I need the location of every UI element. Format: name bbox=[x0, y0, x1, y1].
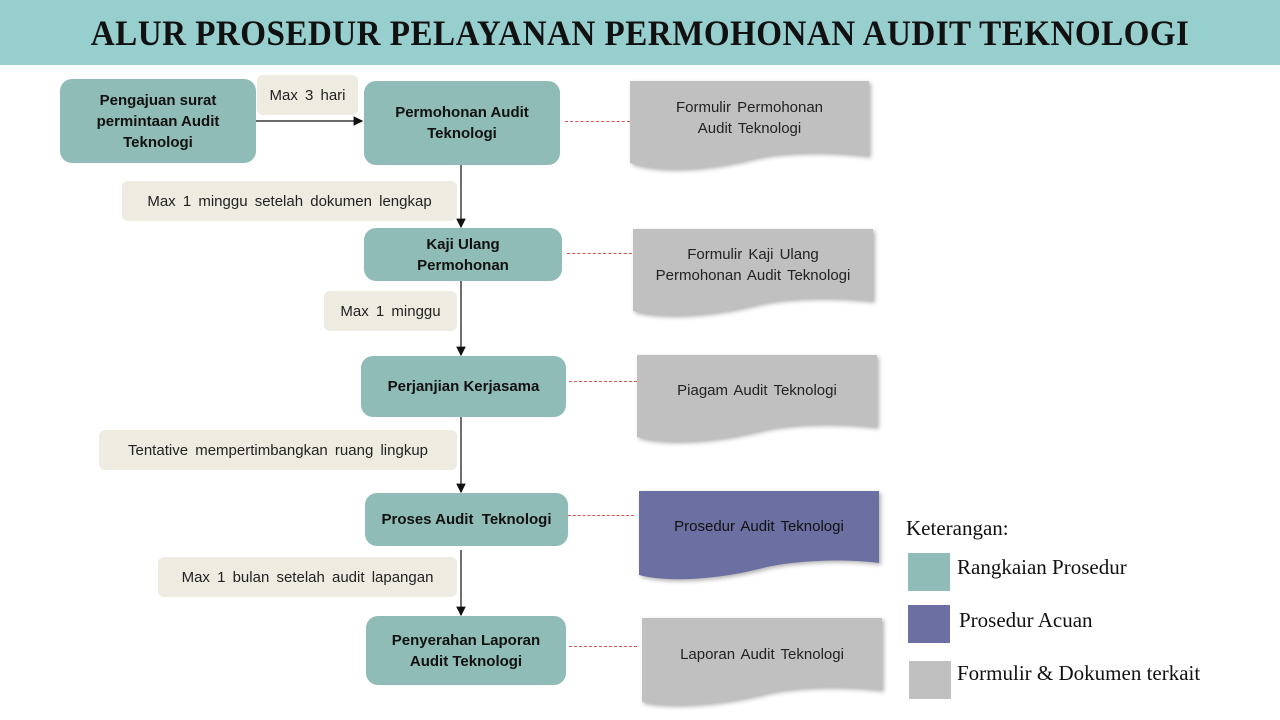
document-shape bbox=[637, 355, 877, 442]
note-label: Max 3 hari bbox=[269, 87, 346, 104]
connector-dashed bbox=[565, 121, 630, 122]
document-laporan: Laporan Audit Teknologi bbox=[642, 618, 882, 708]
note-max-1-minggu-dokumen: Max 1 minggu setelah dokumen lengkap bbox=[122, 181, 457, 221]
document-formulir-kaji-ulang: Formulir Kaji Ulang Permohonan Audit Tek… bbox=[633, 229, 873, 319]
document-label: Formulir Kaji Ulang Permohonan Audit Tek… bbox=[655, 246, 851, 284]
document-label: Formulir Permohonan Audit Teknologi bbox=[675, 99, 824, 137]
title-bar: ALUR PROSEDUR PELAYANAN PERMOHONAN AUDIT… bbox=[0, 0, 1280, 65]
note-max-1-bulan: Max 1 bulan setelah audit lapangan bbox=[158, 557, 457, 597]
step-kaji-ulang: Kaji Ulang Permohonan bbox=[364, 228, 562, 281]
connector-dashed bbox=[567, 253, 632, 254]
step-label: Penyerahan Laporan Audit Teknologi bbox=[391, 631, 541, 670]
note-label: Tentative mempertimbangkan ruang lingkup bbox=[128, 441, 428, 459]
legend-swatch-formulir-dokumen bbox=[909, 661, 951, 699]
note-label: Max 1 minggu setelah dokumen lengkap bbox=[147, 192, 432, 210]
document-shape bbox=[639, 491, 879, 580]
step-label: Kaji Ulang Permohonan bbox=[417, 235, 509, 274]
document-prosedur-acuan: Prosedur Audit Teknologi bbox=[639, 491, 879, 583]
document-shape bbox=[633, 229, 873, 316]
legend-label: Prosedur Acuan bbox=[959, 608, 1093, 632]
step-permohonan-audit: Permohonan Audit Teknologi bbox=[364, 81, 560, 165]
legend-swatch-rangkaian-prosedur bbox=[908, 553, 950, 591]
connector-dashed bbox=[569, 381, 637, 382]
document-shape bbox=[642, 618, 882, 705]
document-label: Prosedur Audit Teknologi bbox=[674, 518, 844, 535]
note-max-1-minggu: Max 1 minggu bbox=[324, 291, 457, 331]
legend-label: Formulir & Dokumen terkait bbox=[957, 661, 1201, 685]
legend-title: Keterangan: bbox=[906, 516, 1009, 540]
step-perjanjian-kerjasama: Perjanjian Kerjasama bbox=[361, 356, 566, 417]
connector-dashed bbox=[568, 515, 634, 516]
step-pengajuan-surat: Pengajuan surat permintaan Audit Teknolo… bbox=[60, 79, 256, 163]
note-tentative: Tentative mempertimbangkan ruang lingkup bbox=[99, 430, 457, 470]
document-piagam: Piagam Audit Teknologi bbox=[637, 355, 877, 445]
document-formulir-permohonan: Formulir Permohonan Audit Teknologi bbox=[630, 81, 869, 171]
note-label: Max 1 minggu bbox=[340, 302, 441, 320]
document-label: Piagam Audit Teknologi bbox=[677, 382, 837, 399]
step-penyerahan-laporan: Penyerahan Laporan Audit Teknologi bbox=[366, 616, 566, 685]
document-shape bbox=[630, 81, 869, 169]
step-proses-audit: Proses Audit Teknologi bbox=[365, 493, 568, 546]
step-label: Perjanjian Kerjasama bbox=[387, 378, 540, 395]
connector-dashed bbox=[569, 646, 637, 647]
document-label: Laporan Audit Teknologi bbox=[680, 646, 844, 663]
step-label: Pengajuan surat permintaan Audit Teknolo… bbox=[96, 91, 220, 151]
page-title: ALUR PROSEDUR PELAYANAN PERMOHONAN AUDIT… bbox=[90, 12, 1190, 53]
legend-swatch-prosedur-acuan bbox=[908, 605, 950, 643]
step-label: Permohonan Audit Teknologi bbox=[395, 104, 529, 142]
step-label: Proses Audit Teknologi bbox=[381, 511, 552, 528]
note-max-3-hari: Max 3 hari bbox=[257, 75, 358, 115]
note-label: Max 1 bulan setelah audit lapangan bbox=[181, 568, 434, 586]
legend-label: Rangkaian Prosedur bbox=[957, 555, 1127, 579]
